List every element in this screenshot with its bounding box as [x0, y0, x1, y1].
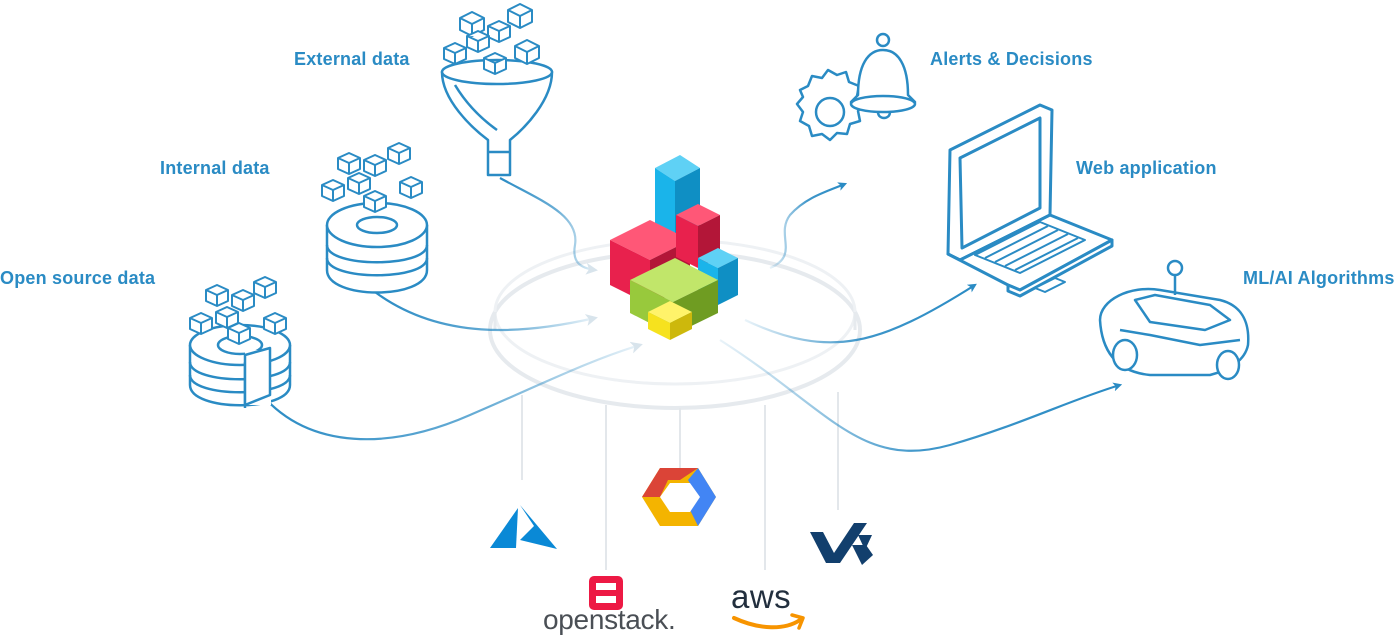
aws-wordmark: aws — [731, 578, 792, 615]
stacked-colored-cubes-icon — [610, 155, 738, 340]
funnel-with-cubes-icon — [440, 3, 554, 177]
aws-logo-icon — [732, 613, 805, 630]
alerts-decisions-label: Alerts & Decisions — [930, 49, 1093, 69]
ring-database-with-cubes-icon — [188, 276, 292, 408]
openstack-logo-icon — [589, 576, 623, 610]
external-data-label: External data — [294, 49, 410, 69]
open-source-data-label: Open source data — [0, 268, 156, 288]
internal-data-label: Internal data — [160, 158, 270, 178]
input-flow-lines — [261, 177, 643, 441]
output-flow-lines — [719, 182, 1123, 452]
ovh-logo-icon — [810, 523, 873, 565]
google-cloud-logo-icon — [642, 468, 716, 526]
openstack-wordmark: openstack. — [543, 604, 676, 635]
ml-ai-algorithms-label: ML/AI Algorithms — [1243, 268, 1395, 288]
self-driving-car-icon — [1098, 259, 1250, 381]
database-with-cubes-icon — [321, 142, 429, 294]
bell-and-gear-icon — [795, 32, 917, 142]
laptop-icon — [946, 103, 1114, 298]
azure-logo-icon — [490, 505, 557, 549]
web-application-label: Web application — [1076, 158, 1217, 178]
